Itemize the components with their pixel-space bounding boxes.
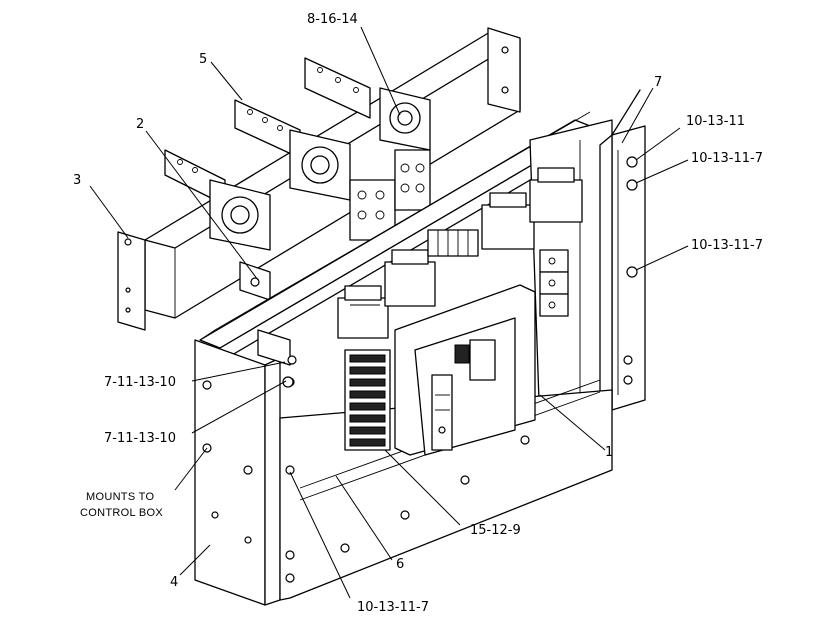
callout-15-12-9: 15-12-9: [470, 523, 521, 538]
bus-bars-5: [164, 57, 371, 206]
callout-10-13-11-7-a: 10-13-11-7: [691, 151, 763, 166]
relay-module-4: [529, 167, 583, 223]
callout-4: 4: [170, 575, 178, 590]
relay-module-2: [384, 249, 436, 307]
mounts-note-line2: CONTROL BOX: [80, 507, 163, 519]
current-transformers-8-16-14: [209, 87, 431, 251]
callout-7: 7: [654, 75, 662, 90]
callout-3: 3: [73, 173, 81, 188]
leader-lines: [89, 26, 689, 599]
relay-modules: [337, 167, 583, 339]
relay-module-1: [337, 285, 389, 339]
terminal-strip-upper: [427, 229, 479, 257]
circuit-breaker-1: [394, 284, 536, 456]
callout-7-11-13-10-a: 7-11-13-10: [104, 375, 176, 390]
support-bracket-2: [239, 261, 271, 301]
left-end-plate-4: [194, 329, 291, 606]
callout-labels: 8-16-14 5 7 10-13-11 10-13-11-7 2 3 10-1…: [73, 12, 763, 615]
right-mounting-bracket-7: [599, 89, 646, 419]
mounts-note: MOUNTS TO CONTROL BOX: [80, 491, 163, 519]
callout-7-11-13-10-b: 7-11-13-10: [104, 431, 176, 446]
callout-5: 5: [199, 52, 207, 67]
side-terminal-blocks: [539, 249, 569, 317]
callout-10-13-11-7-c: 10-13-11-7: [357, 600, 429, 615]
callout-8-16-14: 8-16-14: [307, 12, 358, 27]
right-bracket-bolts: [282, 156, 638, 388]
terminal-strip-15-12-9: [344, 349, 391, 451]
mounts-note-line1: MOUNTS TO: [86, 491, 154, 503]
callout-10-13-11: 10-13-11: [686, 114, 745, 129]
callout-10-13-11-7-b: 10-13-11-7: [691, 238, 763, 253]
callout-1: 1: [605, 445, 613, 460]
relay-module-3: [481, 192, 535, 250]
callout-2: 2: [136, 117, 144, 132]
callout-6: 6: [396, 557, 404, 572]
end-bracket-3: [117, 231, 146, 331]
